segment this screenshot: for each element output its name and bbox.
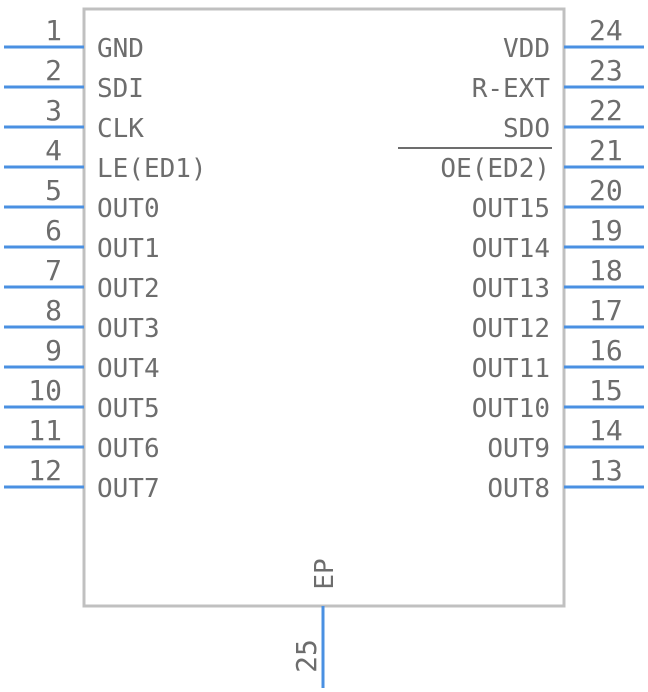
pin-number-12: 12	[28, 454, 62, 487]
pin-number-11: 11	[28, 414, 62, 447]
pin-number-21: 21	[589, 134, 623, 167]
pin-label-12: OUT7	[97, 474, 160, 504]
pin-number-14: 14	[589, 414, 623, 447]
pin-label-25: EP	[310, 558, 340, 589]
pin-number-16: 16	[589, 334, 623, 367]
pin-label-5: OUT0	[97, 194, 160, 224]
pin-label-1: GND	[97, 34, 144, 64]
pin-label-22: SDO	[503, 114, 550, 144]
pin-number-17: 17	[589, 294, 623, 327]
pin-label-15: OUT10	[472, 394, 550, 424]
pin-label-6: OUT1	[97, 234, 160, 264]
pin-number-3: 3	[45, 94, 62, 127]
pin-number-19: 19	[589, 214, 623, 247]
pin-number-15: 15	[589, 374, 623, 407]
pin-label-17: OUT12	[472, 314, 550, 344]
pin-label-9: OUT4	[97, 354, 160, 384]
pin-number-13: 13	[589, 454, 623, 487]
pin-label-24: VDD	[503, 34, 550, 64]
pin-label-11: OUT6	[97, 434, 160, 464]
pin-label-2: SDI	[97, 74, 144, 104]
pin-label-10: OUT5	[97, 394, 160, 424]
pin-label-20: OUT15	[472, 194, 550, 224]
pin-label-23: R-EXT	[472, 74, 551, 104]
pin-number-9: 9	[45, 334, 62, 367]
pin-number-10: 10	[28, 374, 62, 407]
pin-number-8: 8	[45, 294, 62, 327]
pin-number-7: 7	[45, 254, 62, 287]
pin-number-4: 4	[45, 134, 62, 167]
pin-number-2: 2	[45, 54, 62, 87]
pin-number-1: 1	[45, 14, 62, 47]
pin-label-7: OUT2	[97, 274, 160, 304]
pin-number-25: 25	[290, 639, 323, 673]
pin-label-8: OUT3	[97, 314, 160, 344]
pin-label-19: OUT14	[472, 234, 550, 264]
pin-number-23: 23	[589, 54, 623, 87]
pin-number-20: 20	[589, 174, 623, 207]
pin-number-18: 18	[589, 254, 623, 287]
pin-label-13: OUT8	[487, 474, 550, 504]
bottom-pin-group: 25 EP	[290, 558, 340, 688]
pin-number-24: 24	[589, 14, 623, 47]
pin-label-4: LE(ED1)	[97, 154, 207, 184]
pin-label-21: OE(ED2)	[440, 154, 550, 184]
pin-label-18: OUT13	[472, 274, 550, 304]
pin-label-14: OUT9	[487, 434, 550, 464]
pin-label-3: CLK	[97, 114, 144, 144]
pin-number-6: 6	[45, 214, 62, 247]
pin-number-5: 5	[45, 174, 62, 207]
pin-number-22: 22	[589, 94, 623, 127]
pin-label-16: OUT11	[472, 354, 550, 384]
